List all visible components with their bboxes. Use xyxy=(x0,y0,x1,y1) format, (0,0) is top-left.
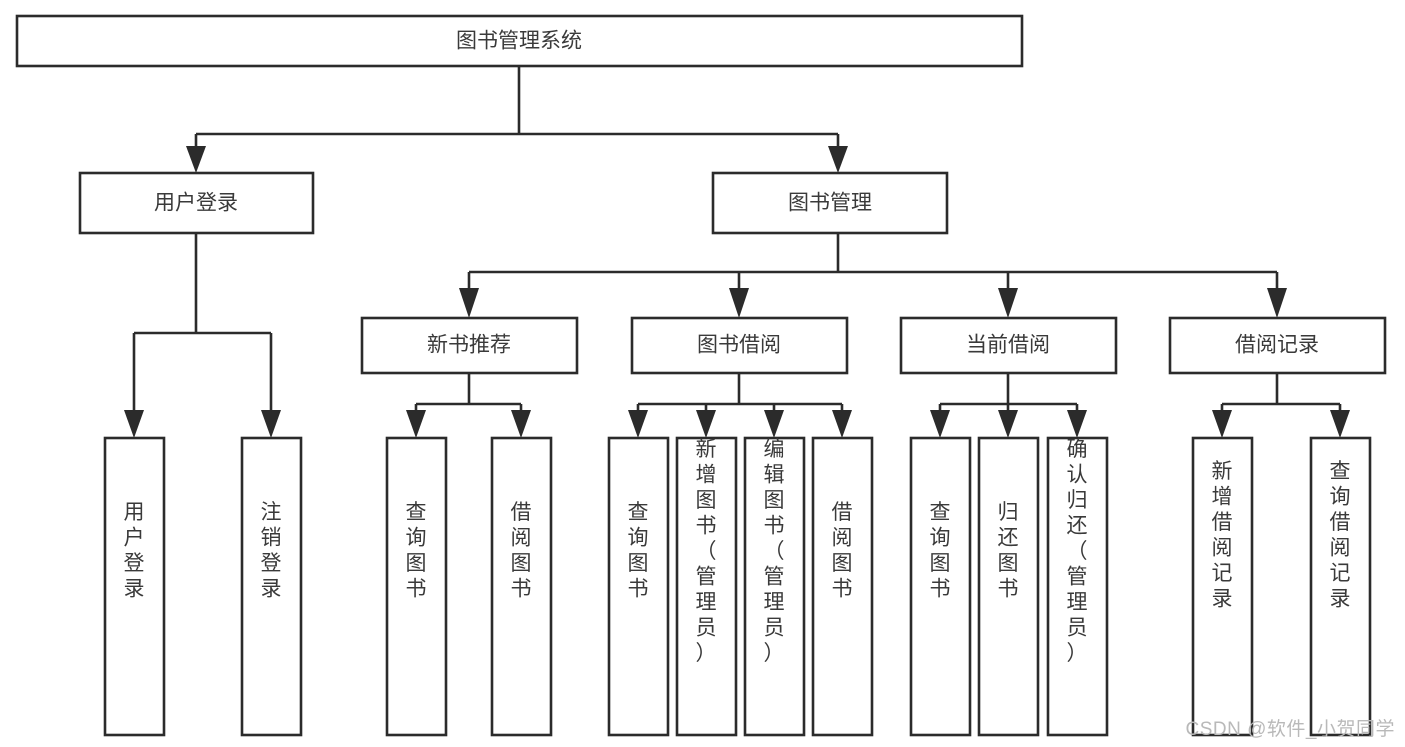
node-leaf-query-record[interactable]: 查询借阅记录 xyxy=(1309,436,1372,737)
node-book-manage-box[interactable] xyxy=(711,171,949,235)
node-leaf-edit-book[interactable]: 编辑图书（管理员） xyxy=(743,436,806,737)
node-borrow-record[interactable]: 借阅记录 xyxy=(1168,316,1387,375)
arrow-head-new-book-recommend xyxy=(459,288,479,318)
arrow-head-leaf-add-record xyxy=(1212,410,1232,438)
node-new-book-recommend-label: 新书推荐 xyxy=(427,334,511,357)
node-leaf-query-book-1-box[interactable] xyxy=(385,436,448,737)
arrow-head-leaf-logout-login xyxy=(261,410,281,438)
arrow-head-leaf-query-record xyxy=(1330,410,1350,438)
arrow-head-borrow-record xyxy=(1267,288,1287,318)
arrow-head-book-borrow xyxy=(729,288,749,318)
node-book-manage-label: 图书管理 xyxy=(788,192,872,215)
node-root-box[interactable] xyxy=(15,14,1024,68)
node-leaf-logout-login-box[interactable] xyxy=(240,436,303,737)
arrow-head-leaf-edit-book xyxy=(764,410,784,438)
node-leaf-edit-book-box[interactable] xyxy=(743,436,806,737)
node-leaf-confirm-return[interactable]: 确认归还（管理员） xyxy=(1046,436,1109,737)
node-leaf-logout-login-label: 注销登录 xyxy=(261,501,282,601)
node-leaf-query-record-box[interactable] xyxy=(1309,436,1372,737)
arrow-head-leaf-user-login xyxy=(124,410,144,438)
node-leaf-return-book-label: 归还图书 xyxy=(998,501,1019,601)
node-leaf-query-book-2-box[interactable] xyxy=(607,436,670,737)
node-leaf-borrow-book-1[interactable]: 借阅图书 xyxy=(490,436,553,737)
arrow-head-leaf-return-book xyxy=(998,410,1018,438)
node-leaf-query-book-3-box[interactable] xyxy=(909,436,972,737)
node-leaf-borrow-book-1-label: 借阅图书 xyxy=(511,501,532,601)
node-book-borrow-label: 图书借阅 xyxy=(697,334,781,357)
node-leaf-query-record-label: 查询借阅记录 xyxy=(1330,460,1351,611)
arrow-head-leaf-query-book-1 xyxy=(406,410,426,438)
node-leaf-user-login-label: 用户登录 xyxy=(124,501,145,601)
node-current-borrow-box[interactable] xyxy=(899,316,1118,375)
node-leaf-return-book[interactable]: 归还图书 xyxy=(977,436,1040,737)
node-borrow-record-box[interactable] xyxy=(1168,316,1387,375)
node-current-borrow[interactable]: 当前借阅 xyxy=(899,316,1118,375)
arrow-head-book-manage xyxy=(828,146,848,173)
arrow-head-leaf-confirm-return xyxy=(1067,410,1087,438)
node-leaf-return-book-box[interactable] xyxy=(977,436,1040,737)
node-leaf-query-book-3-label: 查询图书 xyxy=(930,501,951,601)
node-leaf-confirm-return-box[interactable] xyxy=(1046,436,1109,737)
arrow-head-leaf-add-book xyxy=(696,410,716,438)
node-leaf-query-book-1-label: 查询图书 xyxy=(406,501,427,601)
arrow-head-leaf-query-book-3 xyxy=(930,410,950,438)
node-root[interactable]: 图书管理系统 xyxy=(15,14,1024,68)
node-leaf-borrow-book-1-box[interactable] xyxy=(490,436,553,737)
node-user-login-label: 用户登录 xyxy=(154,192,238,215)
node-leaf-add-book[interactable]: 新增图书（管理员） xyxy=(675,436,738,737)
connector-layer xyxy=(124,66,1350,438)
node-current-borrow-label: 当前借阅 xyxy=(966,334,1050,357)
node-borrow-record-label: 借阅记录 xyxy=(1235,334,1319,357)
arrow-head-current-borrow xyxy=(998,288,1018,318)
node-book-borrow-box[interactable] xyxy=(630,316,849,375)
node-leaf-edit-book-label: 编辑图书（管理员） xyxy=(764,438,785,665)
node-leaf-add-record-box[interactable] xyxy=(1191,436,1254,737)
arrow-head-leaf-query-book-2 xyxy=(628,410,648,438)
arrow-head-leaf-borrow-book-2 xyxy=(832,410,852,438)
node-leaf-query-book-2[interactable]: 查询图书 xyxy=(607,436,670,737)
arrow-head-user-login xyxy=(186,146,206,173)
node-user-login[interactable]: 用户登录 xyxy=(78,171,315,235)
node-new-book-recommend-box[interactable] xyxy=(360,316,579,375)
node-leaf-query-book-3[interactable]: 查询图书 xyxy=(909,436,972,737)
node-user-login-box[interactable] xyxy=(78,171,315,235)
node-leaf-user-login-box[interactable] xyxy=(103,436,166,737)
node-leaf-borrow-book-2-box[interactable] xyxy=(811,436,874,737)
node-leaf-logout-login[interactable]: 注销登录 xyxy=(240,436,303,737)
node-leaf-borrow-book-2-label: 借阅图书 xyxy=(832,501,853,601)
node-leaf-add-record[interactable]: 新增借阅记录 xyxy=(1191,436,1254,737)
node-leaf-confirm-return-label: 确认归还（管理员） xyxy=(1067,438,1088,665)
node-book-borrow[interactable]: 图书借阅 xyxy=(630,316,849,375)
node-leaf-add-book-box[interactable] xyxy=(675,436,738,737)
node-leaf-user-login[interactable]: 用户登录 xyxy=(103,436,166,737)
node-new-book-recommend[interactable]: 新书推荐 xyxy=(360,316,579,375)
node-book-manage[interactable]: 图书管理 xyxy=(711,171,949,235)
node-leaf-borrow-book-2[interactable]: 借阅图书 xyxy=(811,436,874,737)
node-leaf-query-book-1[interactable]: 查询图书 xyxy=(385,436,448,737)
node-leaf-add-record-label: 新增借阅记录 xyxy=(1212,460,1233,611)
node-leaf-add-book-label: 新增图书（管理员） xyxy=(696,438,717,665)
arrow-head-leaf-borrow-book-1 xyxy=(511,410,531,438)
node-leaf-query-book-2-label: 查询图书 xyxy=(628,501,649,601)
node-root-label: 图书管理系统 xyxy=(456,30,582,53)
